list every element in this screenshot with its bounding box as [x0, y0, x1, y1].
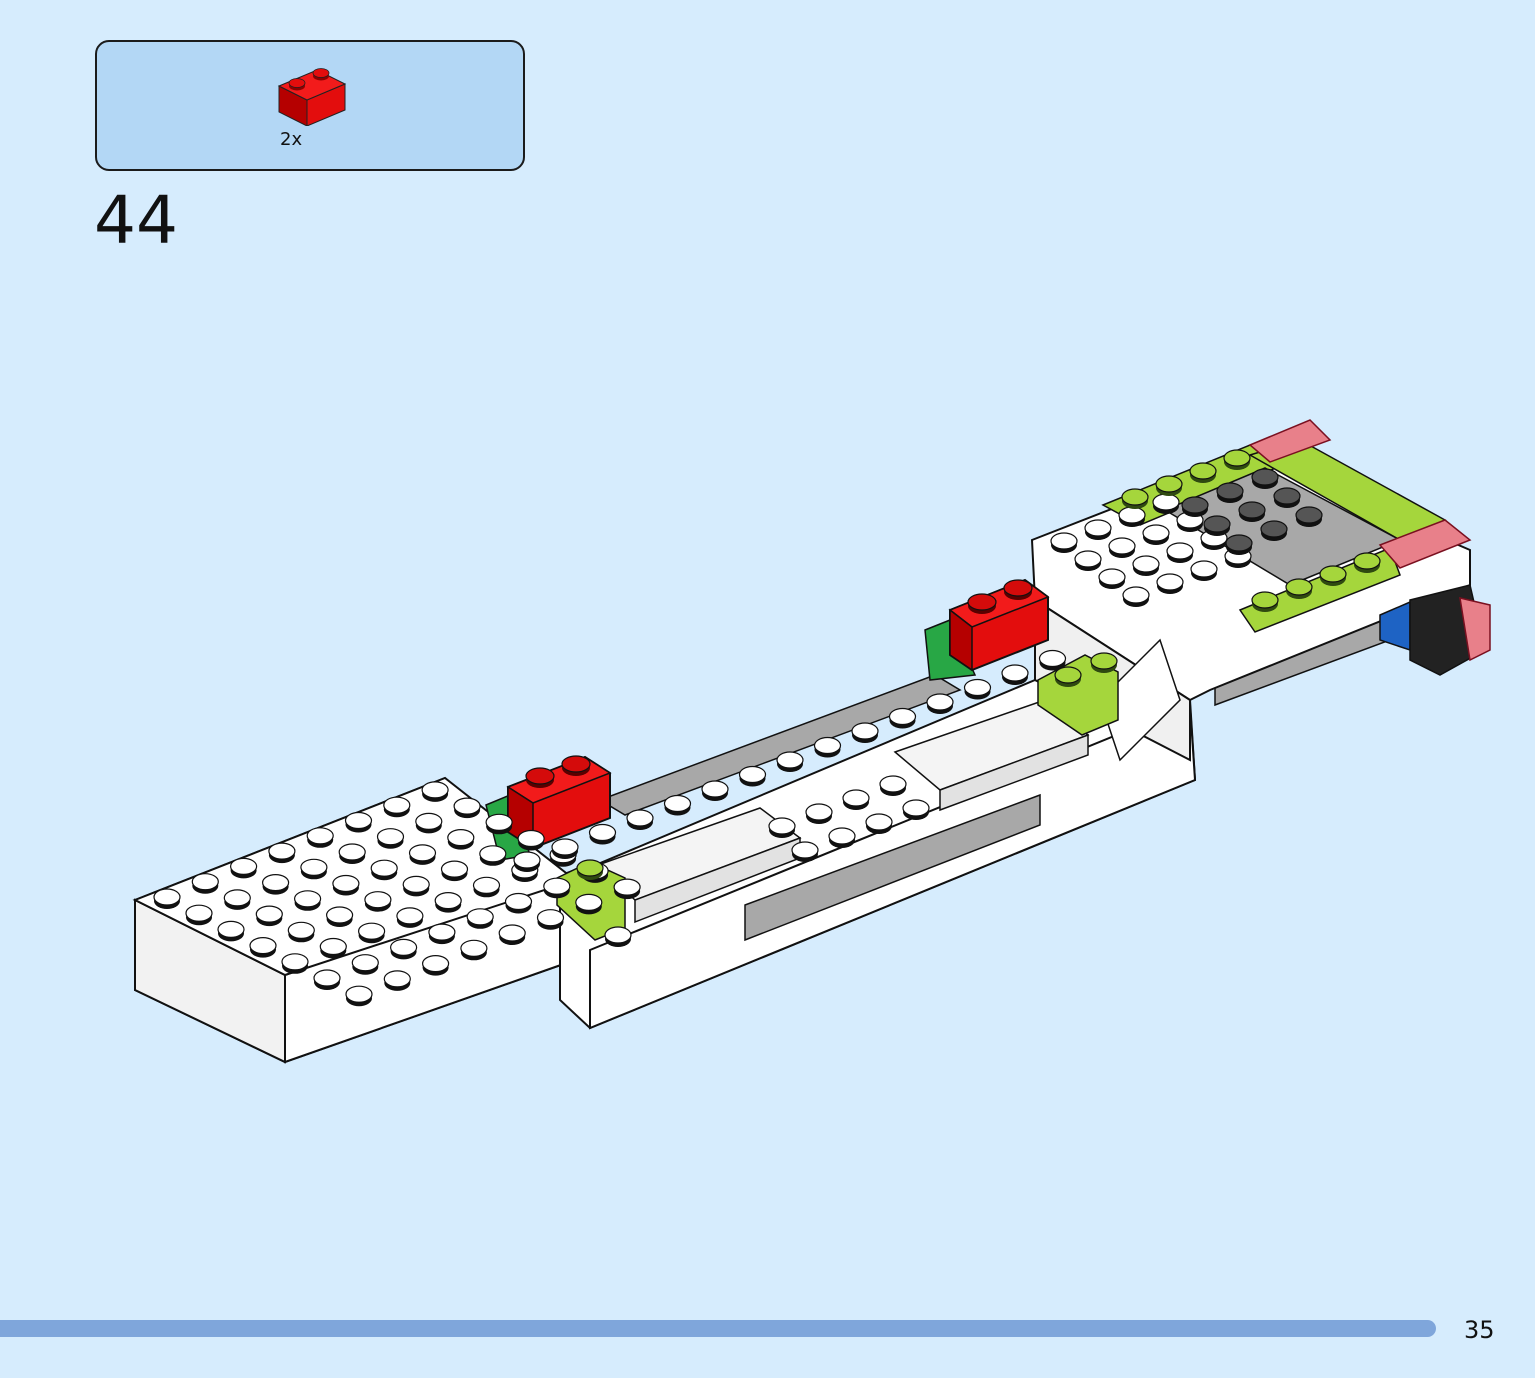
- red-1x2-brick-icon: [277, 68, 347, 126]
- red-brick-front: [506, 755, 612, 850]
- step-number: 44: [94, 182, 178, 259]
- red-brick-rear: [948, 578, 1050, 672]
- part-quantity: 2x: [280, 129, 303, 150]
- progress-bar: [0, 1320, 1436, 1337]
- page-number: 35: [1464, 1316, 1495, 1344]
- parts-list-callout: 2x: [95, 40, 525, 171]
